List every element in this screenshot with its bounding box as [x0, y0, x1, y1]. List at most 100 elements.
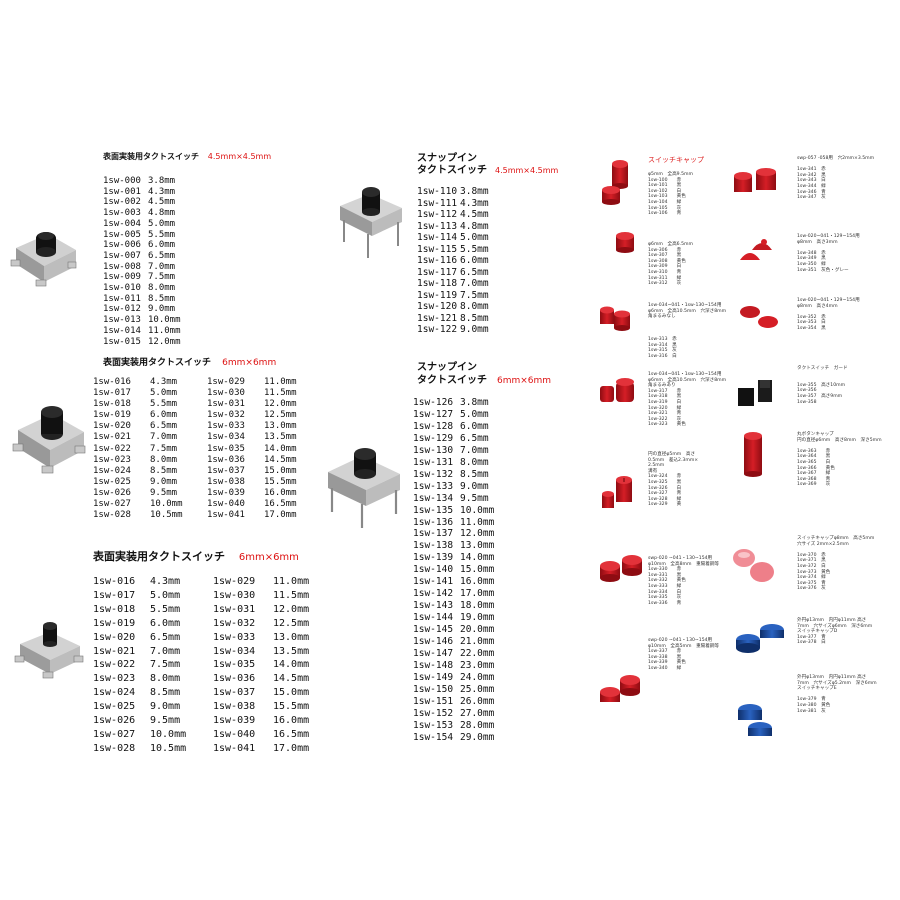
part-number: 1sw-033: [207, 421, 245, 432]
height-value: 13.5mm: [264, 432, 297, 443]
height-value: 25.0mm: [460, 683, 495, 695]
part-number: 1sw-022: [93, 443, 131, 454]
height-value: 12.0mm: [264, 399, 297, 410]
height-value: 6.0mm: [150, 617, 181, 629]
height-value: 6.0mm: [148, 240, 176, 251]
height-value: 13.0mm: [273, 631, 310, 643]
red-cap-pair-icon: [600, 306, 630, 331]
height-value: 6.0mm: [460, 255, 489, 266]
part-number: 1sw-035: [213, 659, 256, 671]
red-cap-6mm-icon: [616, 232, 634, 253]
height-value: 5.5mm: [460, 243, 489, 255]
height-value: 16.0mm: [264, 487, 297, 498]
part-number: 1sw-151: [413, 695, 454, 707]
height-value: 15.0mm: [273, 687, 310, 699]
cap-right-2-text: 1sw-020~041・129~154用 φ8mm 高さ3mm 1sw-348 …: [797, 234, 860, 273]
part-number: 1sw-013: [103, 315, 141, 326]
snap45-size: 4.5mm×4.5mm: [495, 166, 559, 175]
height-value: 10.5mm: [150, 742, 187, 754]
part-number: 1sw-023: [93, 673, 136, 685]
part-number: 1sw-037: [207, 465, 245, 476]
part-number: 1sw-115: [417, 243, 458, 255]
smd6b-title-text: 表面実装用タクトスイッチ: [93, 550, 225, 563]
part-number: 1sw-000: [103, 176, 141, 186]
part-number: 1sw-017: [93, 589, 136, 601]
part-number: 1sw-022: [93, 659, 136, 671]
smd6a-size: 6mm×6mm: [222, 358, 277, 368]
height-value: 8.0mm: [150, 454, 178, 465]
part-number: 1sw-041: [213, 742, 256, 754]
smd-switch-6mm-image: [12, 406, 86, 474]
cap-group-4-text: 1sw-313 赤 1sw-314 黒 1sw-315 灰 1sw-316 白: [648, 337, 677, 359]
part-number: 1sw-037: [213, 687, 256, 699]
height-value: 9.0mm: [150, 701, 181, 713]
part-number: 1sw-028: [93, 742, 136, 754]
height-value: 10.0mm: [148, 315, 181, 326]
height-value: 26.0mm: [460, 695, 495, 707]
height-value: 10.5mm: [150, 510, 183, 521]
part-number: 1sw-149: [413, 671, 454, 683]
height-value: 15.5mm: [273, 701, 310, 713]
height-value: 5.5mm: [150, 399, 178, 410]
part-number: 1sw-111: [417, 197, 458, 209]
height-value: 13.0mm: [264, 421, 297, 432]
height-value: 12.0mm: [273, 603, 310, 615]
part-number: 1sw-031: [207, 399, 245, 410]
height-value: 4.3mm: [150, 576, 181, 587]
height-value: 5.0mm: [148, 218, 176, 229]
part-number: 1sw-150: [413, 683, 454, 695]
height-value: 14.0mm: [460, 552, 495, 564]
part-number: 1sw-030: [207, 388, 245, 399]
height-value: 14.5mm: [273, 673, 310, 685]
smd45-size: 4.5mm×4.5mm: [207, 152, 272, 161]
smd-switch-4-5mm-image: [10, 232, 77, 287]
height-value: 8.0mm: [148, 283, 176, 294]
height-value: 7.0mm: [460, 278, 489, 289]
part-number: 1sw-133: [413, 480, 454, 492]
height-value: 8.5mm: [150, 687, 181, 699]
cap-right-4-text: タクトスイッチ ガード 1sw-355 高さ10mm 1sw-356 1sw-3…: [797, 366, 848, 405]
height-value: 15.0mm: [460, 564, 495, 576]
table-row: 1sw-018 5.5mm 1sw-031 12.0mm: [93, 399, 304, 410]
part-number: 1sw-036: [213, 673, 256, 685]
part-number: 1sw-033: [213, 631, 256, 643]
height-value: 4.8mm: [460, 220, 489, 232]
height-value: 6.5mm: [150, 421, 178, 432]
height-value: 16.5mm: [273, 728, 310, 740]
height-value: 7.5mm: [150, 443, 178, 454]
part-number: 1sw-039: [213, 715, 256, 727]
part-number: 1sw-018: [93, 399, 131, 410]
part-number: 1sw-023: [93, 454, 131, 465]
part-number: 1sw-041: [207, 510, 245, 521]
part-number: 1sw-154: [413, 731, 454, 743]
part-number: 1sw-019: [93, 617, 136, 629]
height-value: 7.5mm: [148, 272, 176, 283]
part-number: 1sw-003: [103, 208, 141, 219]
height-value: 9.5mm: [150, 715, 181, 727]
part-number: 1sw-018: [93, 603, 136, 615]
smd-switch-6mm-small-image: [14, 622, 84, 679]
